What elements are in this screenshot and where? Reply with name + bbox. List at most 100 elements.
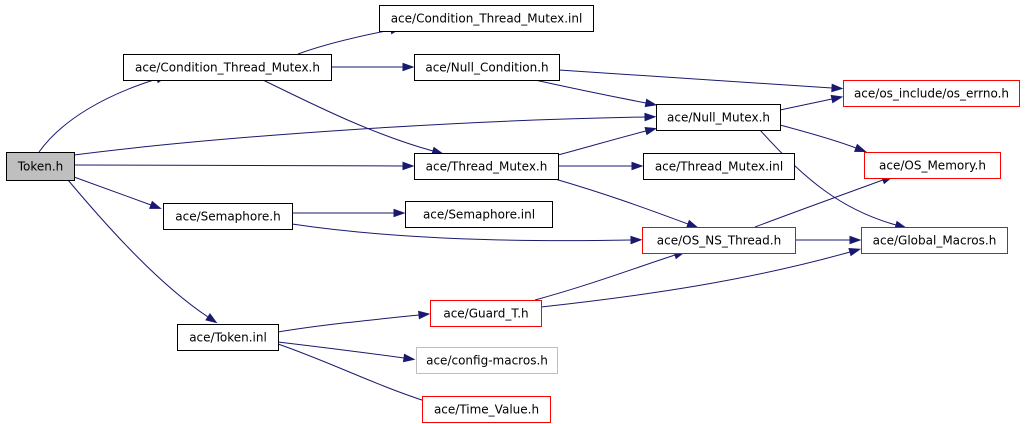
node-box	[416, 347, 558, 374]
edge-line	[557, 130, 647, 156]
edge-token_inl-to-time_value_h	[277, 343, 439, 406]
node-box	[864, 152, 1001, 179]
edge-token_h-to-token_inl	[67, 179, 218, 324]
node-semaphore-h[interactable]: ace/Semaphore.h	[163, 203, 293, 230]
node-box	[177, 324, 279, 351]
node-box	[123, 54, 332, 81]
node-label: ace/Null_Condition.h	[425, 61, 548, 75]
edge-null_mutex_h-to-os_memory_h	[779, 124, 867, 153]
node-thread-mutex-inl[interactable]: ace/Thread_Mutex.inl	[643, 153, 795, 180]
edge-cond_thread_mutex_h-to-thread_mutex_h	[262, 79, 445, 156]
node-box	[656, 104, 781, 131]
node-box	[414, 153, 559, 180]
edge-arrowhead	[644, 98, 658, 108]
node-label: ace/config-macros.h	[426, 354, 548, 368]
node-config-macros-h[interactable]: ace/config-macros.h	[416, 347, 558, 374]
node-os-ns-thread-h[interactable]: ace/OS_NS_Thread.h	[642, 227, 796, 254]
edge-token_h-to-cond_thread_mutex_h	[38, 75, 168, 153]
edge-arrowhead	[630, 235, 643, 245]
edge-arrowhead	[402, 161, 415, 171]
edge-arrowhead	[393, 208, 406, 218]
node-os-errno-h[interactable]: ace/os_include/os_errno.h	[843, 80, 1020, 107]
node-box	[422, 396, 551, 423]
edge-thread_mutex_h-to-thread_mutex_inl	[558, 161, 644, 171]
edge-line	[73, 176, 152, 206]
edge-line	[534, 254, 676, 301]
edge-arrowhead	[418, 310, 431, 320]
edge-line	[277, 314, 420, 333]
edge-line	[262, 79, 434, 152]
edge-null_condition_h-to-null_mutex_h	[534, 79, 658, 108]
node-box	[642, 227, 796, 254]
edge-token_inl-to-guard_t_h	[277, 310, 431, 333]
node-time-value-h[interactable]: ace/Time_Value.h	[422, 396, 551, 423]
node-global-macros-h[interactable]: ace/Global_Macros.h	[861, 227, 1008, 254]
node-box	[843, 80, 1020, 107]
edge-line	[779, 124, 857, 149]
edge-line	[554, 178, 689, 225]
node-box	[414, 54, 560, 81]
edge-arrowhead	[402, 353, 416, 363]
node-box	[163, 203, 293, 230]
node-label: ace/Guard_T.h	[443, 307, 528, 321]
nodes-layer: Token.h ace/Condition_Thread_Mutex.h ace/C…	[6, 5, 1020, 423]
node-label: ace/Time_Value.h	[434, 403, 539, 417]
edge-line	[779, 98, 833, 111]
node-os-memory-h[interactable]: ace/OS_Memory.h	[864, 152, 1001, 179]
edge-arrowhead	[848, 247, 862, 257]
edge-arrowhead	[631, 161, 644, 171]
edge-os_ns_thread_h-to-os_memory_h	[754, 176, 894, 228]
node-label: ace/Thread_Mutex.h	[426, 160, 548, 174]
node-label: Token.h	[17, 160, 64, 174]
node-cond-thread-mutex-h[interactable]: ace/Condition_Thread_Mutex.h	[123, 54, 332, 81]
node-semaphore-inl[interactable]: ace/Semaphore.inl	[405, 201, 553, 228]
edge-line	[540, 251, 851, 308]
edge-null_mutex_h-to-os_errno_h	[779, 94, 844, 111]
node-null-mutex-h[interactable]: ace/Null_Mutex.h	[656, 104, 781, 131]
edge-thread_mutex_h-to-null_mutex_h	[557, 126, 658, 156]
edge-arrowhead	[854, 143, 867, 153]
node-box	[6, 152, 75, 181]
node-token-h[interactable]: Token.h	[6, 152, 75, 181]
edge-cond_thread_mutex_h-to-null_condition_h	[331, 62, 415, 72]
edge-line	[277, 343, 429, 403]
edge-token_inl-to-config_macros_h	[277, 341, 416, 363]
edge-arrowhead	[644, 126, 658, 136]
edge-line	[277, 341, 405, 359]
node-box	[430, 300, 542, 327]
node-guard-t-h[interactable]: ace/Guard_T.h	[430, 300, 542, 327]
node-box	[379, 5, 594, 32]
edge-arrowhead	[205, 313, 218, 324]
node-label: ace/OS_Memory.h	[879, 159, 986, 173]
edge-arrowhead	[686, 219, 699, 228]
node-box	[405, 201, 553, 228]
node-label: ace/OS_NS_Thread.h	[657, 234, 781, 248]
node-null-condition-h[interactable]: ace/Null_Condition.h	[414, 54, 560, 81]
edge-line	[291, 223, 632, 242]
node-label: ace/Global_Macros.h	[873, 234, 997, 248]
edge-arrowhead	[644, 112, 657, 122]
node-thread-mutex-h[interactable]: ace/Thread_Mutex.h	[414, 153, 559, 180]
node-box	[861, 227, 1008, 254]
edge-arrowhead	[149, 200, 162, 209]
edge-arrowhead	[830, 94, 844, 104]
node-label: ace/Condition_Thread_Mutex.inl	[391, 12, 583, 26]
edge-line	[558, 69, 833, 89]
node-label: ace/Semaphore.h	[175, 210, 280, 224]
edges-layer	[38, 25, 908, 406]
node-label: ace/os_include/os_errno.h	[854, 87, 1009, 101]
edge-arrowhead	[831, 83, 844, 93]
node-label: ace/Null_Mutex.h	[667, 111, 770, 125]
edge-semaphore_h-to-os_ns_thread_h	[291, 223, 643, 245]
node-label: ace/Token.inl	[189, 331, 267, 345]
edge-arrowhead	[849, 235, 862, 245]
edge-os_ns_thread_h-to-global_macros_h	[795, 235, 862, 245]
edge-semaphore_h-to-semaphore_inl	[292, 208, 406, 218]
edge-null_condition_h-to-os_errno_h	[558, 69, 844, 93]
node-cond-thread-mutex-inl[interactable]: ace/Condition_Thread_Mutex.inl	[379, 5, 594, 32]
edge-guard_t_h-to-global_macros_h	[540, 247, 862, 308]
edge-line	[73, 164, 404, 167]
node-token-inl[interactable]: ace/Token.inl	[177, 324, 279, 351]
edge-thread_mutex_h-to-os_ns_thread_h	[554, 178, 699, 228]
